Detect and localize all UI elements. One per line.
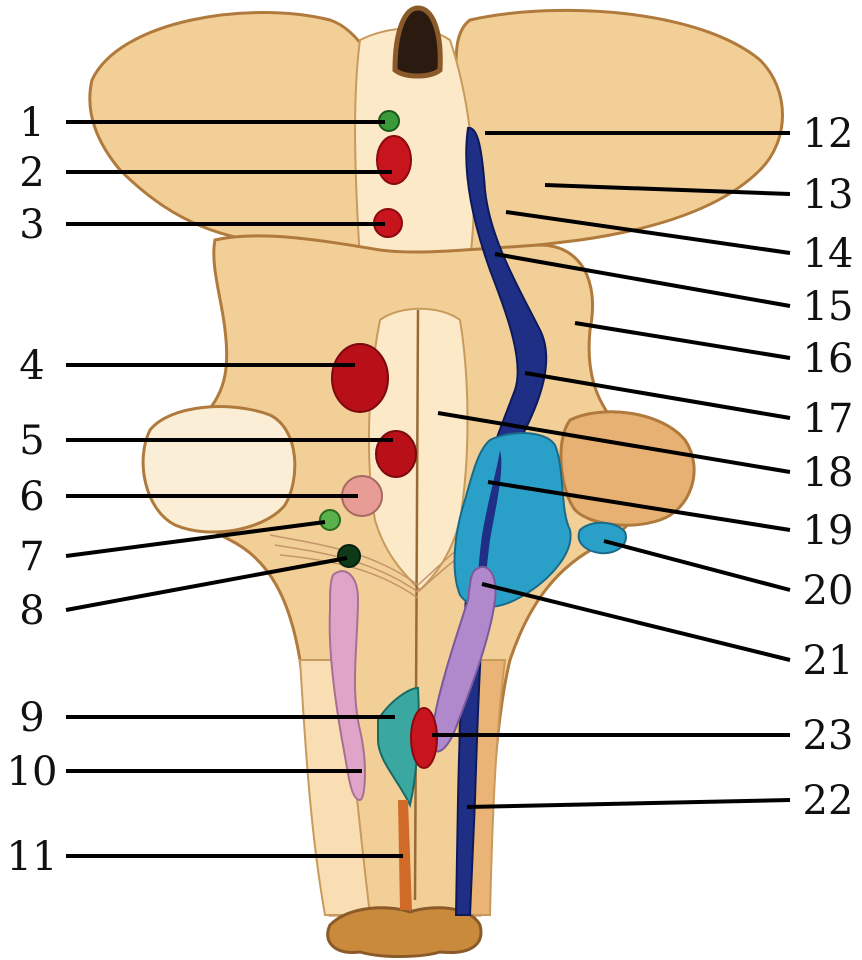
label-16: 16 bbox=[803, 336, 854, 382]
label-3: 3 bbox=[19, 202, 44, 248]
red-nucleus-23 bbox=[411, 708, 437, 768]
left-tubercle bbox=[143, 407, 295, 532]
label-14: 14 bbox=[803, 231, 854, 277]
label-2: 2 bbox=[19, 150, 44, 196]
leader-16 bbox=[575, 323, 790, 358]
green-nucleus-7 bbox=[320, 510, 340, 530]
small-blue-nucleus bbox=[579, 523, 626, 554]
label-6: 6 bbox=[19, 474, 44, 520]
aqueduct-opening bbox=[395, 8, 440, 76]
label-17: 17 bbox=[803, 396, 854, 442]
label-15: 15 bbox=[803, 284, 854, 330]
label-5: 5 bbox=[19, 418, 44, 464]
dark-nucleus-8 bbox=[338, 545, 360, 567]
leader-22 bbox=[467, 800, 790, 807]
red-nucleus-5 bbox=[376, 431, 416, 477]
label-8: 8 bbox=[19, 588, 44, 634]
label-13: 13 bbox=[803, 172, 854, 218]
label-19: 19 bbox=[803, 508, 854, 554]
right-tubercle bbox=[561, 412, 694, 525]
label-22: 22 bbox=[803, 778, 854, 824]
leader-21 bbox=[482, 584, 790, 660]
label-7: 7 bbox=[19, 534, 44, 580]
brainstem-body bbox=[90, 8, 783, 957]
leader-20 bbox=[604, 541, 790, 590]
left-upper-lobe bbox=[90, 13, 400, 255]
right-upper-lobe bbox=[455, 10, 783, 250]
red-nucleus-2 bbox=[377, 136, 411, 184]
label-21: 21 bbox=[803, 638, 854, 684]
red-nucleus-4 bbox=[332, 344, 388, 412]
label-11: 11 bbox=[7, 834, 58, 880]
label-20: 20 bbox=[803, 568, 854, 614]
label-1: 1 bbox=[19, 100, 44, 146]
label-23: 23 bbox=[803, 713, 854, 759]
label-9: 9 bbox=[19, 695, 44, 741]
label-4: 4 bbox=[19, 343, 44, 389]
label-12: 12 bbox=[803, 111, 854, 157]
labels-left: 1 2 3 4 5 6 7 8 9 10 11 bbox=[7, 100, 58, 880]
labels-right: 12 13 14 15 16 17 18 19 20 21 23 22 bbox=[803, 111, 854, 824]
label-18: 18 bbox=[803, 450, 854, 496]
label-10: 10 bbox=[7, 749, 58, 795]
